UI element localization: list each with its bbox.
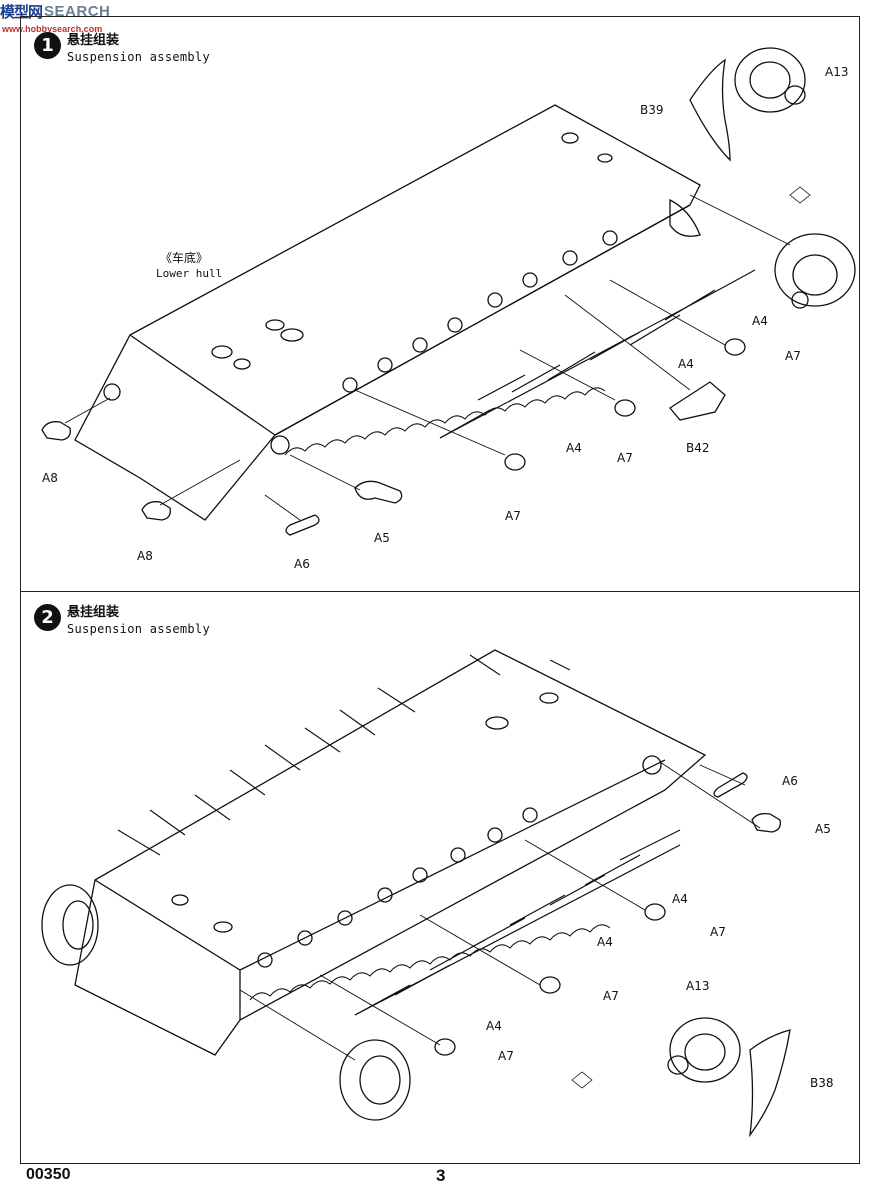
torsion-arms-step2 — [354, 829, 681, 1016]
part-a13-wheel-hub-step2 — [667, 1017, 741, 1083]
watermark-url: www.hobbysearch.com — [2, 24, 103, 34]
part-label: A6 — [294, 557, 310, 571]
idler-wheel-step2 — [339, 1039, 411, 1121]
part-a8-caps — [41, 421, 171, 521]
part-a5-arm — [354, 480, 403, 504]
part-label: A7 — [785, 349, 801, 363]
part-drive-wheel-right — [774, 233, 856, 309]
part-label: A13 — [686, 979, 709, 993]
page-number: 3 — [436, 1166, 446, 1185]
step-1-header: 1 悬挂组装 Suspension assembly — [34, 32, 210, 66]
part-label: A4 — [672, 892, 688, 906]
part-label: A7 — [603, 989, 619, 1003]
part-a5-piece-step2 — [751, 812, 781, 833]
hull-mount-holes — [103, 230, 618, 455]
part-label: A4 — [678, 357, 694, 371]
drive-sprocket-step2 — [41, 884, 99, 966]
part-label: B39 — [640, 103, 664, 117]
part-label: A4 — [752, 314, 768, 328]
step-1-number: 1 — [34, 32, 61, 59]
page-frame — [20, 16, 860, 1164]
watermark-site: SEARCH — [44, 2, 111, 20]
step-divider — [20, 591, 860, 592]
part-label: A13 — [825, 65, 848, 79]
step-2-title-en: Suspension assembly — [67, 622, 210, 636]
part-label: B42 — [686, 441, 710, 455]
torsion-arms — [439, 269, 756, 439]
part-label: A4 — [597, 935, 613, 949]
far-side-arms — [117, 654, 571, 856]
part-label: A7 — [498, 1049, 514, 1063]
part-a6-piece-step2 — [713, 772, 748, 798]
watermark: 模型网 SEARCH — [0, 0, 110, 22]
product-code: 00350 — [26, 1166, 71, 1183]
part-label: A4 — [566, 441, 582, 455]
lower-hull-outline-step2 — [74, 649, 707, 1056]
hull-mount-holes-step2 — [257, 755, 662, 968]
step-2-title-cn: 悬挂组装 — [67, 605, 120, 620]
hull-label-cn: 《车底》 — [160, 250, 208, 265]
part-label: A8 — [137, 549, 153, 563]
part-a7-caps — [504, 338, 746, 471]
part-b39-track-guard — [689, 58, 731, 162]
part-b38-track-guard — [749, 1029, 791, 1138]
part-label: A5 — [815, 822, 831, 836]
part-label: A7 — [617, 451, 633, 465]
step-1-title-cn: 悬挂组装 — [67, 33, 120, 48]
hull-label-en: Lower hull — [156, 267, 222, 280]
part-a13-wheel-hub — [734, 47, 806, 113]
step-1-title-en: Suspension assembly — [67, 50, 210, 64]
part-a7-caps-step2 — [434, 903, 666, 1056]
part-label: A6 — [782, 774, 798, 788]
part-label: A4 — [486, 1019, 502, 1033]
step-2-header: 2 悬挂组装 Suspension assembly — [34, 604, 210, 638]
part-b42-plate — [669, 381, 726, 421]
part-label: A8 — [42, 471, 58, 485]
part-a6-piece — [285, 514, 320, 536]
part-label: A5 — [374, 531, 390, 545]
part-label: B38 — [810, 1076, 834, 1090]
part-label: A7 — [710, 925, 726, 939]
step-2-number: 2 — [34, 604, 61, 631]
part-label: A7 — [505, 509, 521, 523]
